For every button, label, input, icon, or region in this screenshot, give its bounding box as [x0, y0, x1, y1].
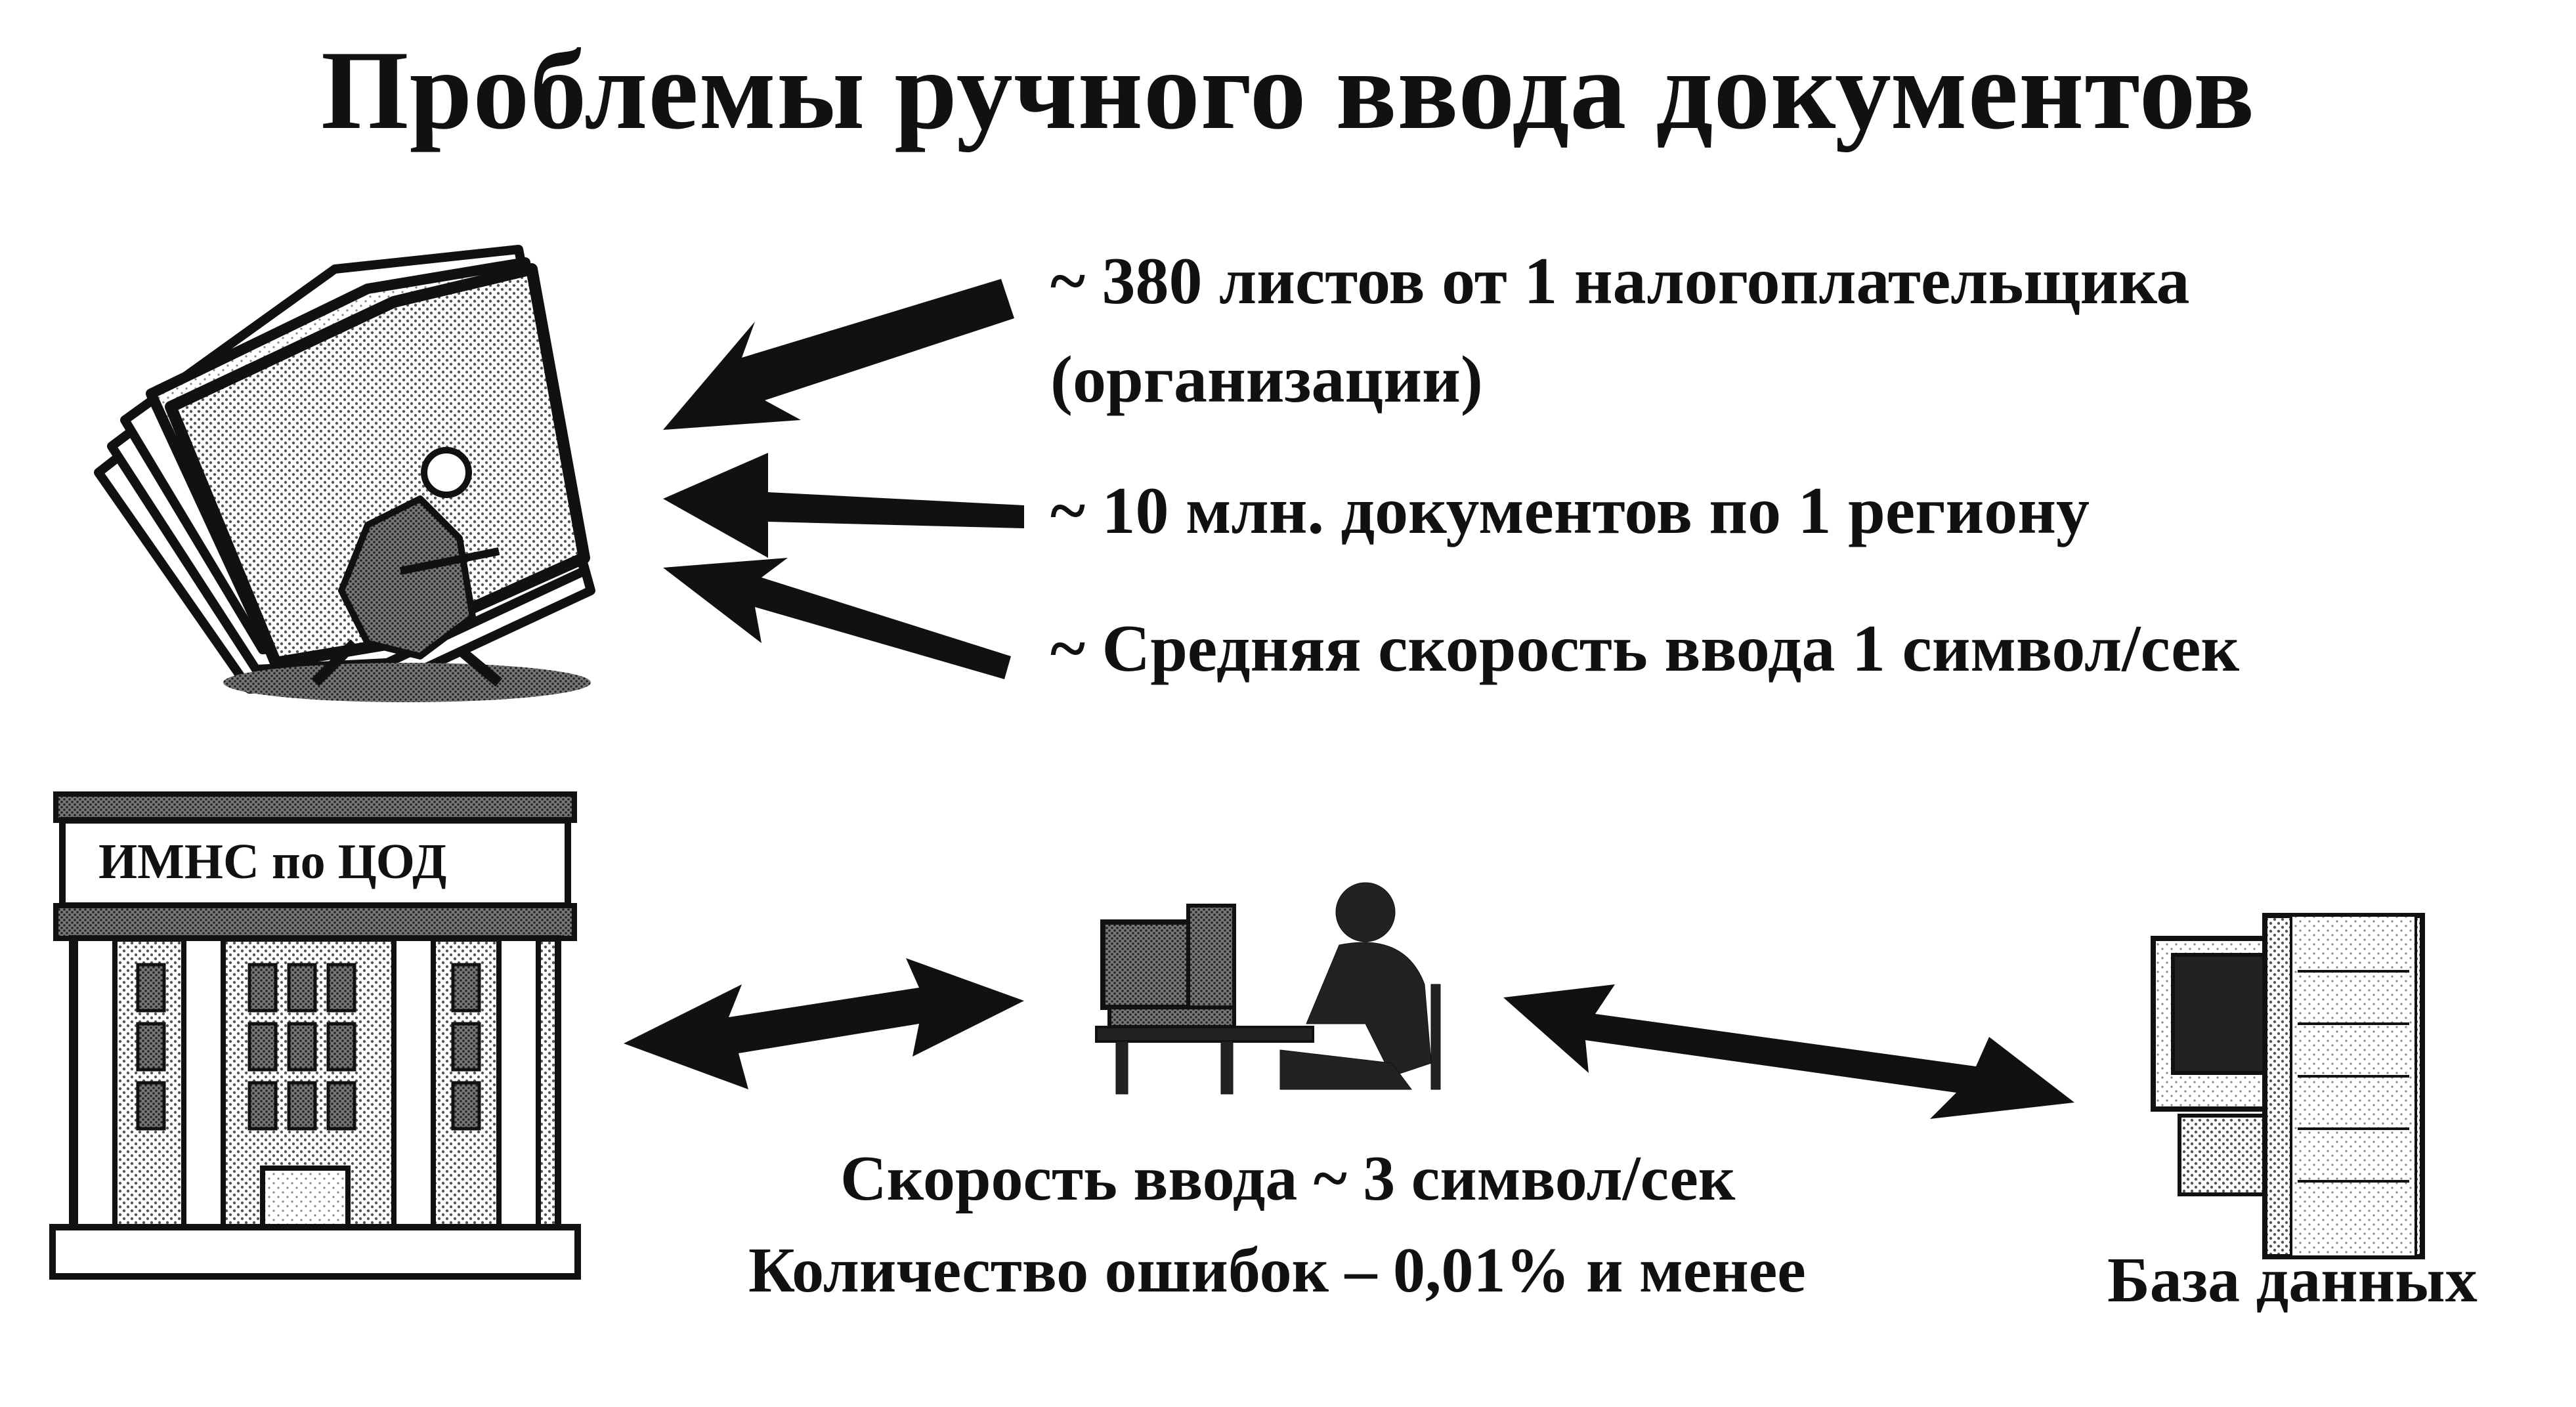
operator-speed: Скорость ввода ~ 3 символ/сек	[840, 1143, 1736, 1214]
arrow-icon	[663, 279, 1024, 679]
operator-computer-icon	[1095, 882, 1441, 1095]
database-label: База данных	[2107, 1245, 2478, 1316]
building-sign: ИМНС по ЦОД	[98, 834, 447, 889]
operator-errors: Количество ошибок – 0,01% и менее	[748, 1235, 1806, 1306]
double-arrow-icon	[624, 958, 1024, 1089]
paper-stack-clipart	[94, 245, 595, 702]
building-icon	[49, 791, 581, 1280]
double-arrow-icon	[1503, 984, 2074, 1119]
database-server-icon	[2151, 913, 2425, 1259]
bullet-sheets: ~ 380 листов от 1 налогоплательщика	[1050, 244, 2190, 318]
bullet-sheets-continued: (организации)	[1050, 343, 1483, 417]
bullet-speed: ~ Средняя скорость ввода 1 символ/сек	[1050, 612, 2240, 686]
page-title: Проблемы ручного ввода документов	[320, 28, 2256, 153]
bullet-documents: ~ 10 млн. документов по 1 региону	[1050, 474, 2090, 548]
